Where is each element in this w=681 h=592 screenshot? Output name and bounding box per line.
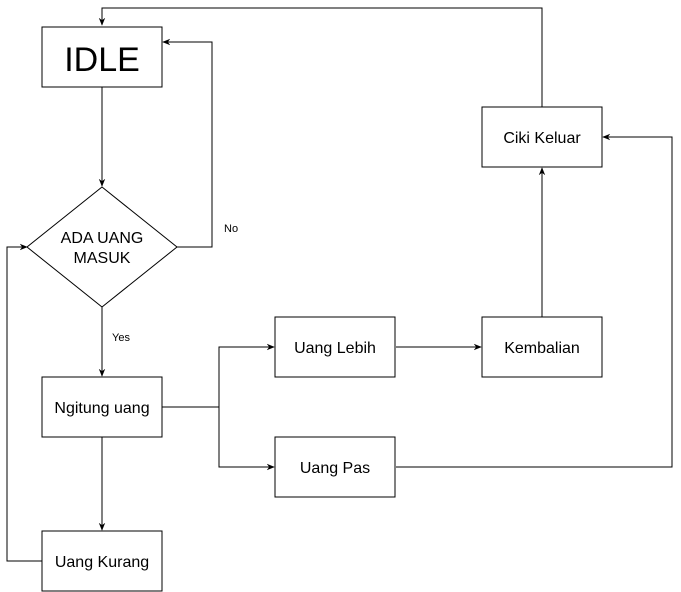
node-decision-label-line1: ADA UANG xyxy=(61,230,144,247)
edge-label-yes: Yes xyxy=(112,332,130,344)
node-idle-label: IDLE xyxy=(64,41,140,79)
node-idle: IDLE xyxy=(41,26,163,88)
node-decision: ADA UANG MASUK xyxy=(26,186,178,308)
node-kembalian: Kembalian xyxy=(481,316,603,378)
edge-decision-no-to-idle xyxy=(162,38,213,248)
node-uang-pas-label: Uang Pas xyxy=(300,460,370,477)
edge-uang-kurang-to-decision xyxy=(6,243,42,562)
node-uang-kurang: Uang Kurang xyxy=(41,530,163,592)
node-uang-kurang-label: Uang Kurang xyxy=(55,554,149,571)
edge-label-no: No xyxy=(224,223,238,235)
edge-uang-pas-to-ciki-keluar xyxy=(396,133,673,468)
node-ngitung-uang: Ngitung uang xyxy=(41,376,163,438)
node-ngitung-uang-label: Ngitung uang xyxy=(54,400,149,417)
node-uang-lebih: Uang Lebih xyxy=(274,316,396,378)
edge-ciki-keluar-to-idle xyxy=(98,7,543,107)
node-decision-label-line2: MASUK xyxy=(74,250,131,267)
edge-ngitung-to-uang-lebih xyxy=(162,343,275,408)
node-uang-lebih-label: Uang Lebih xyxy=(294,340,376,357)
node-ciki-keluar: Ciki Keluar xyxy=(481,106,603,168)
edge-ngitung-to-uang-pas xyxy=(218,407,275,471)
node-uang-pas: Uang Pas xyxy=(274,436,396,498)
node-ciki-keluar-label: Ciki Keluar xyxy=(503,130,581,147)
node-kembalian-label: Kembalian xyxy=(504,340,580,357)
